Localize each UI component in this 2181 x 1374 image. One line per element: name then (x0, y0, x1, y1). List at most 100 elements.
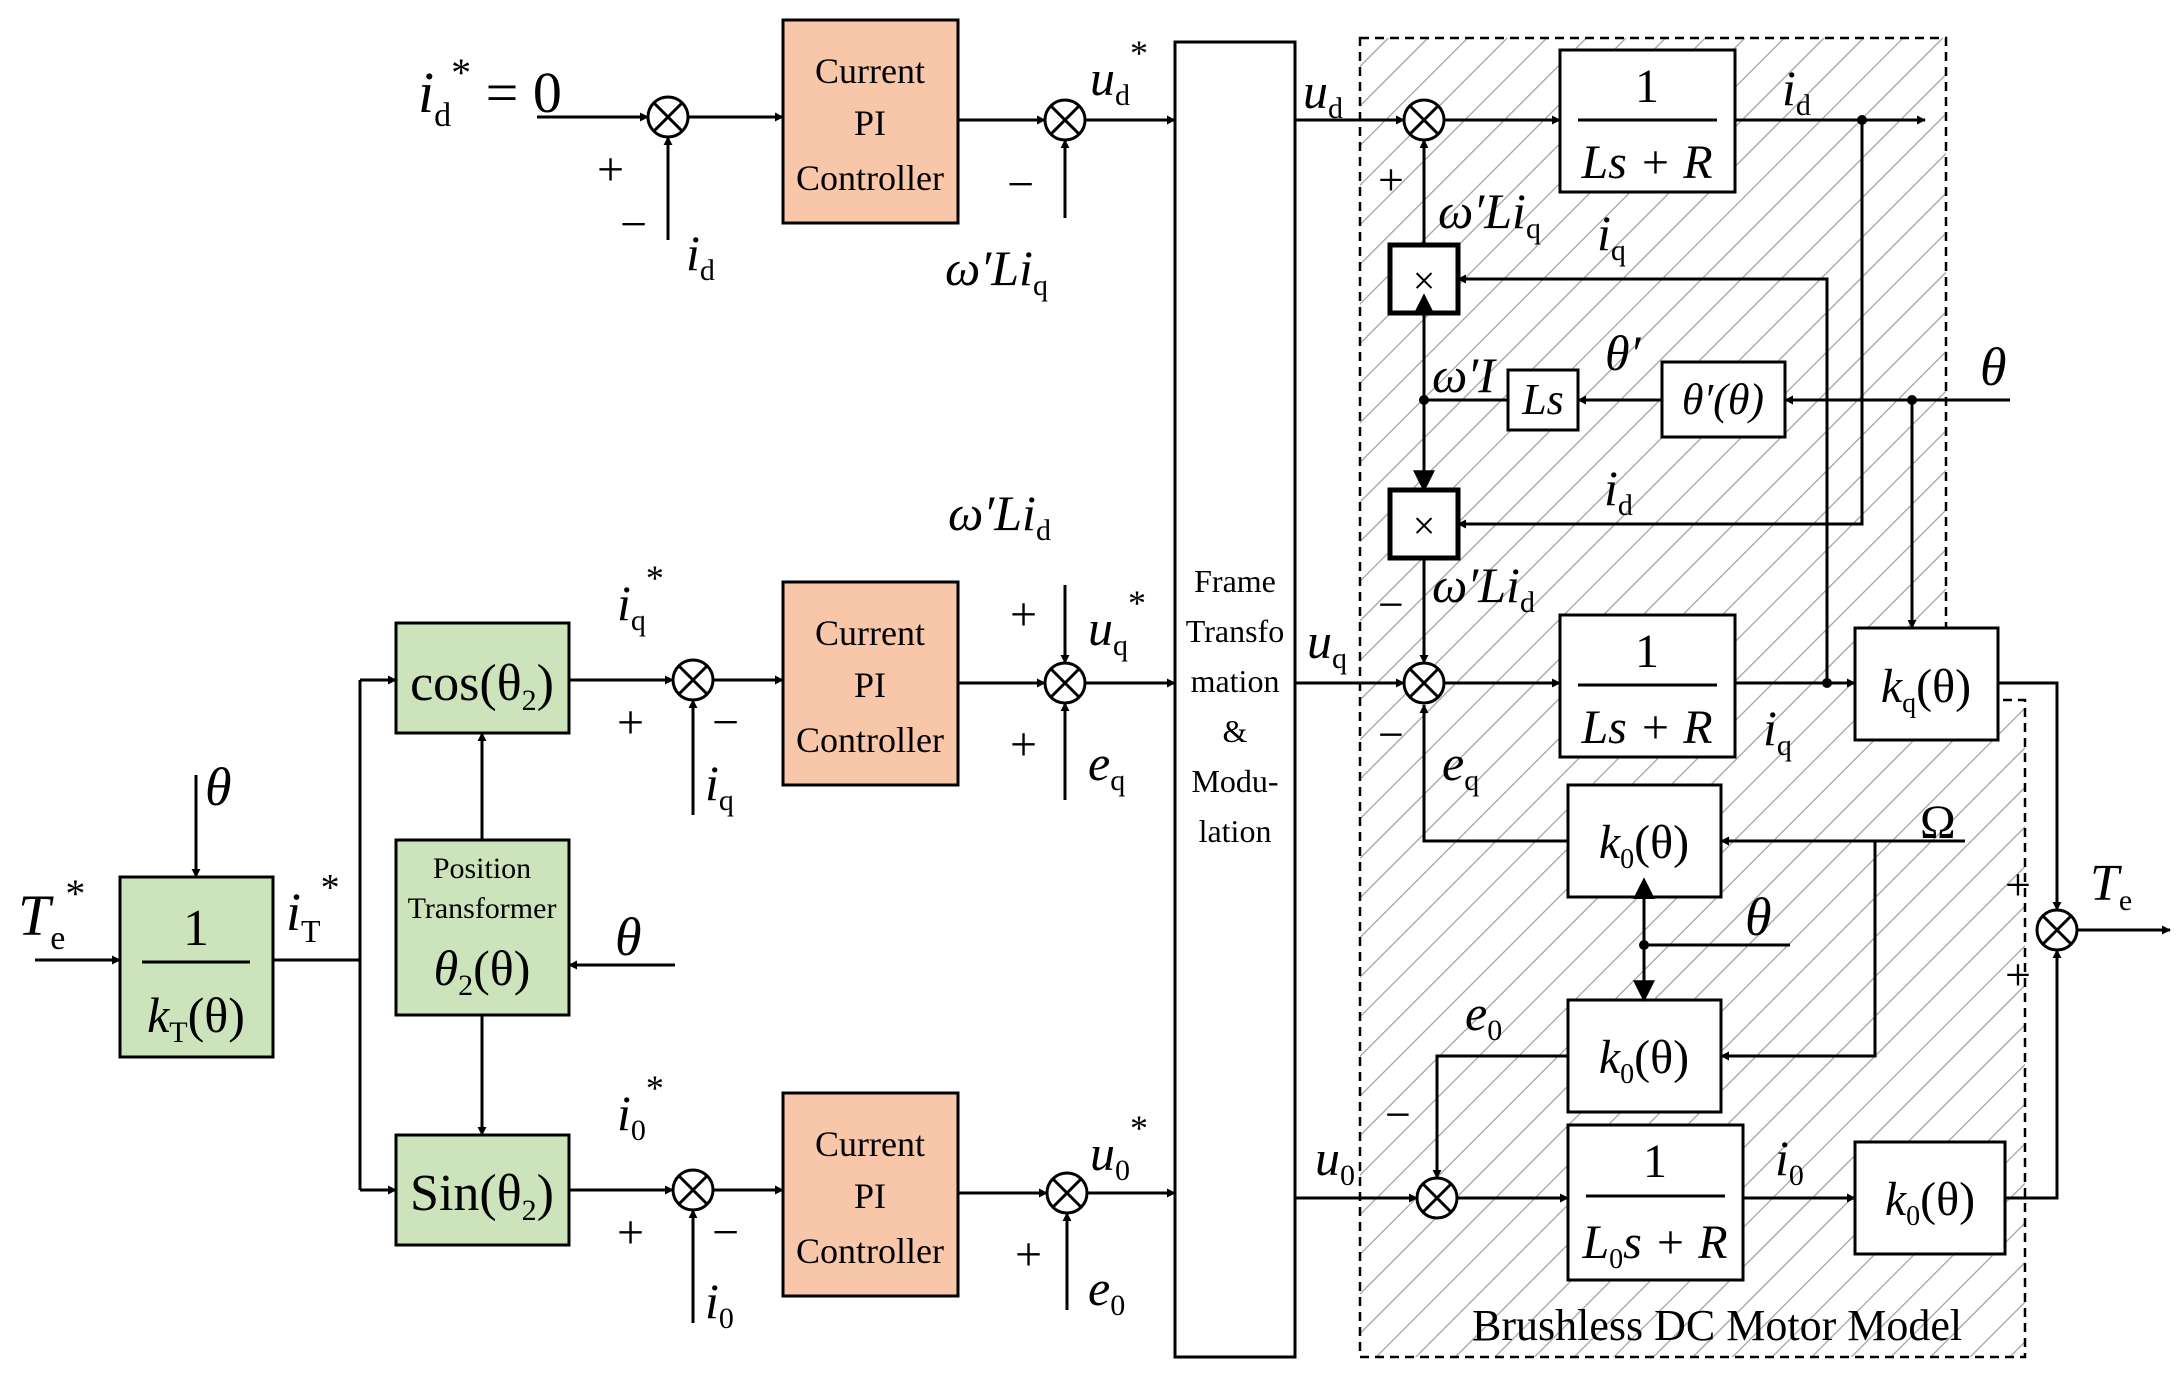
ls-label: Ls (1521, 375, 1564, 424)
label-minus-d1: − (620, 198, 647, 251)
sum-0-out (1045, 1171, 1089, 1215)
sin-label: Sin(θ2) (410, 1165, 554, 1227)
label-te-ref: Te* (18, 871, 85, 957)
position-transformer-block[interactable]: Position Transformer θ2(θ) (394, 838, 571, 1017)
pi-q-line2: PI (854, 665, 886, 705)
label-minus-01: − (712, 1206, 739, 1259)
label-iq-fb: iq (705, 755, 734, 817)
junction-dots (1419, 115, 1917, 950)
mult-lower-label: × (1413, 503, 1436, 548)
frame-line5: Modu- (1191, 763, 1278, 799)
sum-q-ref (671, 658, 715, 702)
kq-label: kq(θ) (1881, 660, 1971, 719)
pos-line1: Position (433, 852, 531, 885)
label-wLiq-left: ω′Liq (945, 240, 1048, 302)
label-minus-m1: − (1378, 579, 1404, 630)
tf-0-num: 1 (1643, 1135, 1667, 1188)
label-iq-mult: iq (1597, 205, 1626, 267)
sin-block[interactable]: Sin(θ2) (394, 1133, 571, 1247)
sum-motor-q (1402, 661, 1446, 705)
sum-0-ref (671, 1168, 715, 1212)
label-iq-ref: iq* (617, 558, 664, 637)
label-plus-d1: + (597, 143, 624, 196)
label-id-ref: id* = 0 (418, 50, 562, 134)
pi-controller-d[interactable]: Current PI Controller (781, 18, 960, 225)
pi-0-line3: Controller (796, 1231, 944, 1271)
label-uq: uq (1307, 613, 1347, 675)
label-plus-m1: + (1378, 154, 1404, 205)
label-ud: ud (1303, 63, 1343, 125)
pi-d-line3: Controller (796, 158, 944, 198)
label-u0: u0 (1315, 1130, 1355, 1192)
tf-d-block[interactable]: 1 Ls + R (1558, 48, 1737, 194)
cos-label: cos(θ2) (410, 655, 554, 717)
label-wLid-motor: ω′Lid (1432, 557, 1535, 619)
label-iq-out: iq (1763, 700, 1792, 762)
sum-torque (2035, 908, 2079, 952)
label-id-fb: id (686, 225, 715, 287)
kq-block[interactable]: kq(θ) (1853, 626, 2000, 742)
kt-numerator: 1 (183, 900, 209, 957)
label-minus-d2: − (1007, 158, 1034, 211)
label-it-ref: iT* (286, 867, 340, 949)
tf-0-block[interactable]: 1 L0s + R (1566, 1123, 1745, 1282)
label-minus-m2: − (1378, 709, 1404, 760)
inverse-kt-block[interactable]: 1 kT(θ) (118, 875, 275, 1059)
k0-block-middle[interactable]: k0(θ) (1566, 998, 1723, 1114)
label-plus-te2: + (2005, 949, 2031, 1000)
pi-0-line2: PI (854, 1176, 886, 1216)
tf-q-den: Ls + R (1580, 701, 1712, 754)
pi-controller-q[interactable]: Current PI Controller (781, 580, 960, 787)
label-eq-motor: eq (1442, 735, 1479, 797)
tf-d-den: Ls + R (1580, 136, 1712, 189)
theta-prime-label: θ′(θ) (1682, 375, 1764, 424)
frame-line4: & (1223, 713, 1248, 749)
wires (35, 112, 2171, 1323)
k0-middle-label: k0(θ) (1599, 1031, 1689, 1090)
label-plus-q2: + (1010, 588, 1037, 641)
label-u0-ref: u0* (1090, 1108, 1148, 1187)
label-wLid-left: ω′Lid (948, 485, 1051, 547)
multiplier-block-lower[interactable]: × (1387, 487, 1461, 561)
pi-0-line1: Current (815, 1124, 925, 1164)
label-id-out: id (1782, 60, 1811, 122)
frame-line2: Transfo (1186, 613, 1284, 649)
label-plus-02: + (1015, 1228, 1042, 1281)
sum-q-out (1043, 661, 1087, 705)
pi-q-line3: Controller (796, 720, 944, 760)
label-theta-motor: θ (1980, 337, 2007, 397)
pi-q-line1: Current (815, 613, 925, 653)
k0-block-output[interactable]: k0(θ) (1853, 1140, 2007, 1256)
pi-d-line1: Current (815, 51, 925, 91)
label-te-out: Te (2090, 855, 2132, 917)
ls-block[interactable]: Ls (1506, 368, 1580, 432)
pi-d-line2: PI (854, 103, 886, 143)
tf-q-block[interactable]: 1 Ls + R (1558, 613, 1737, 759)
pos-line2: Transformer (408, 892, 557, 925)
label-wLiq-motor: ω′Liq (1438, 183, 1541, 245)
k0-block-upper[interactable]: k0(θ) (1566, 783, 1723, 899)
motor-model-caption: Brushless DC Motor Model (1472, 1301, 1962, 1350)
label-plus-01: + (617, 1206, 644, 1259)
sum-d-out (1043, 98, 1087, 142)
tf-0-den: L0s + R (1581, 1216, 1727, 1275)
label-minus-m3: − (1385, 1089, 1411, 1140)
label-id-mult: id (1604, 460, 1633, 522)
pi-controller-0[interactable]: Current PI Controller (781, 1091, 960, 1298)
k0-output-label: k0(θ) (1885, 1173, 1975, 1232)
label-uq-ref: uq* (1088, 583, 1146, 662)
multiplier-block-upper[interactable]: × (1387, 242, 1461, 316)
label-e0-motor: e0 (1465, 985, 1502, 1047)
sum-d-ref (646, 95, 690, 139)
label-plus-te1: + (2005, 859, 2031, 910)
label-wLI: ω′I (1432, 347, 1497, 403)
cos-block[interactable]: cos(θ2) (394, 621, 571, 735)
label-theta-k0: θ (1745, 887, 1772, 947)
theta-prime-block[interactable]: θ′(θ) (1660, 360, 1787, 439)
sum-motor-d (1402, 98, 1446, 142)
label-i0-out: i0 (1775, 1130, 1804, 1192)
label-theta-kt: θ (205, 757, 232, 817)
frame-transformation-block[interactable]: Frame Transfo mation & Modu- lation (1173, 40, 1297, 1359)
tf-q-num: 1 (1635, 625, 1659, 678)
